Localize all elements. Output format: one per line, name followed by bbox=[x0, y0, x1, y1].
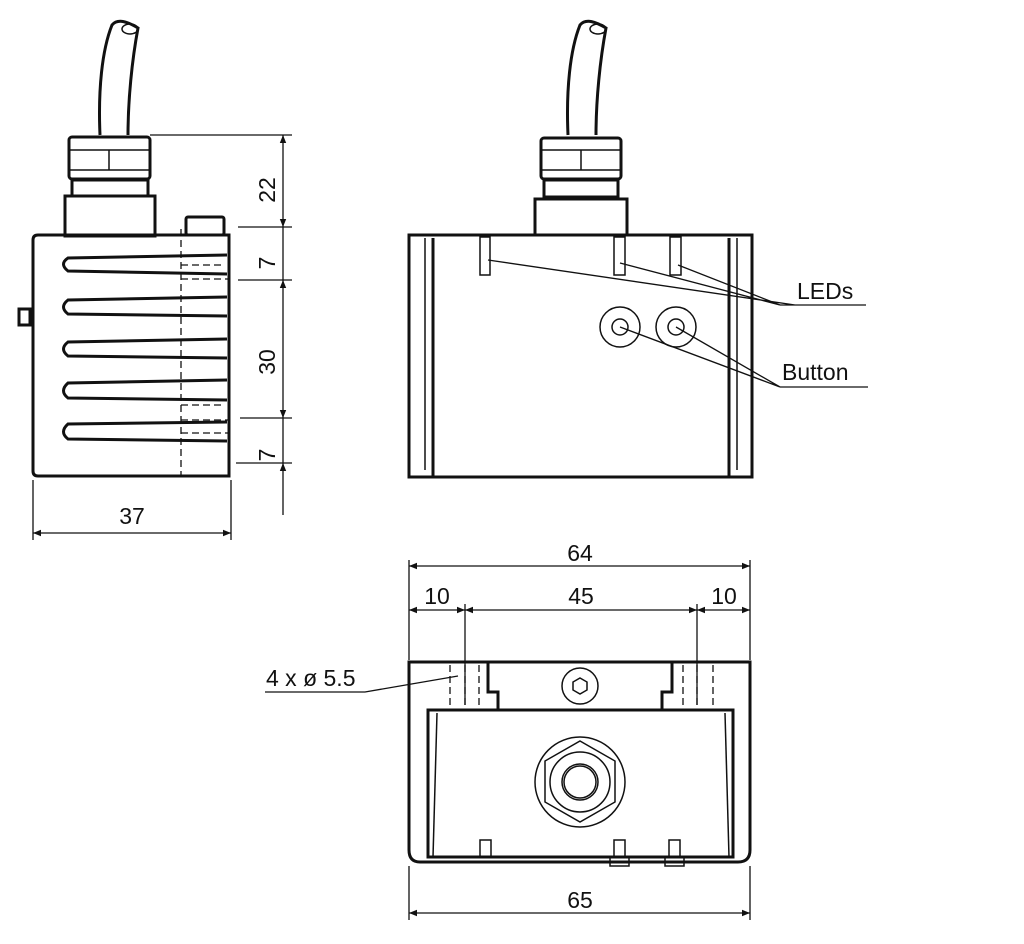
dim-37: 37 bbox=[119, 503, 145, 529]
cable bbox=[98, 19, 140, 136]
side-tab bbox=[17, 307, 32, 327]
dim-65: 65 bbox=[567, 887, 593, 913]
dim-64: 64 bbox=[567, 540, 593, 566]
cable bbox=[566, 19, 608, 136]
led-3 bbox=[669, 236, 682, 276]
housing-outline bbox=[407, 660, 752, 864]
top-tab bbox=[184, 215, 226, 237]
hex-screw bbox=[561, 667, 599, 705]
housing bbox=[407, 233, 754, 479]
button-1 bbox=[599, 306, 641, 348]
holes-label: 4 x ø 5.5 bbox=[266, 665, 355, 691]
dim-45: 45 bbox=[568, 583, 594, 609]
led-2 bbox=[613, 236, 626, 276]
dim-22: 22 bbox=[254, 177, 280, 203]
front-view: LEDs Button bbox=[407, 19, 868, 479]
housing bbox=[31, 233, 231, 478]
led-1 bbox=[479, 236, 491, 276]
connector-nut-bottom bbox=[534, 736, 626, 828]
dim-10-right: 10 bbox=[711, 583, 737, 609]
side-view: 22 7 30 7 37 bbox=[17, 19, 292, 540]
dim-10-left: 10 bbox=[424, 583, 450, 609]
button-2 bbox=[655, 306, 697, 348]
button-label: Button bbox=[782, 359, 849, 385]
bottom-view: 64 10 45 10 4 x ø 5.5 65 bbox=[265, 540, 752, 920]
leds-label: LEDs bbox=[797, 278, 853, 304]
cooling-slots bbox=[62, 253, 228, 443]
dim-30: 30 bbox=[254, 349, 280, 375]
dim-7-top: 7 bbox=[254, 257, 280, 270]
dim-7-bottom: 7 bbox=[254, 449, 280, 462]
